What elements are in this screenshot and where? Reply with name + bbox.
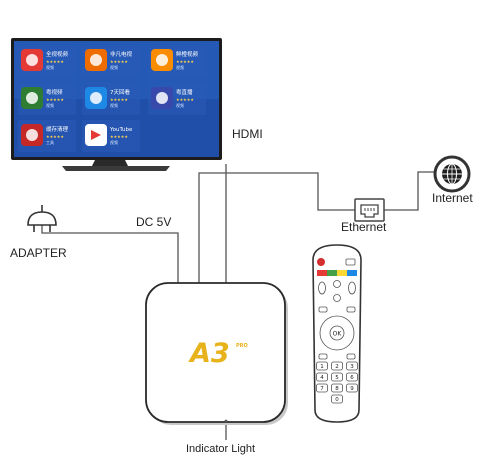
remote-key-2: 2 [331,361,343,371]
tv-app-rating: ★★★★★ [176,97,194,102]
dc-cable [41,224,179,283]
home-button [333,280,341,288]
red-button [317,270,327,276]
ok-button [329,325,345,341]
cables [41,164,436,440]
tv-app-name: 7天回看 [110,88,130,96]
settings-button [346,353,356,360]
tv-app-name: 非凡电视 [110,50,133,58]
tv-app-tile: 粤直播★★★★★视频 [148,83,206,115]
tv-app-rating: ★★★★★ [46,134,64,139]
remote-key-6: 6 [346,372,358,382]
channel-button [318,281,326,295]
indicator-light [224,419,228,423]
ethernet-port-icon [354,198,385,222]
remote-key-8: 8 [331,383,343,393]
svg-text:1: 1 [320,364,324,370]
tv-app-category: 视频 [110,64,118,70]
tv-app-rating: ★★★★★ [176,59,194,64]
tv-app-name: 鲜橙视频 [176,50,199,58]
blue-button [347,270,357,276]
svg-text:3: 3 [350,364,354,370]
input-button [345,258,356,266]
tv-app-grid: 全视视频★★★★★视频非凡电视★★★★★视频鲜橙视频★★★★★视频粤视频★★★★… [18,45,206,152]
tv-app-category: 视频 [110,139,118,145]
yellow-button [337,270,347,276]
remote-key-5: 5 [331,372,343,382]
back-button [346,306,356,313]
tv-app-tile: 全视视频★★★★★视频 [18,45,76,77]
tv-app-tile: 7天回看★★★★★视频 [82,83,140,115]
internet-cable [384,171,436,211]
remote-key-1: 1 [316,361,328,371]
svg-text:9: 9 [350,386,354,392]
tv-box: A3 PRO [145,282,288,425]
tv-app-name: 粤直播 [176,88,193,96]
tv-app-tile: YouTube★★★★★视频 [82,120,140,152]
remote-number-keys: 1 2 3 4 5 6 7 8 9 0 [316,361,358,404]
dc-label: DC 5V [136,215,172,229]
remote-key-3: 3 [346,361,358,371]
ethernet-cable [198,172,355,283]
internet-label: Internet [432,191,473,205]
tv-app-name: 全视视频 [46,50,69,58]
globe-icon [433,155,471,193]
tv-app-category: 工具 [46,139,54,145]
remote-control: OK 1 2 3 4 5 6 7 8 9 0 [312,244,362,423]
power-button [317,258,325,266]
remote-key-9: 9 [346,383,358,393]
svg-text:5: 5 [335,375,339,381]
mute-button [333,294,341,302]
ethernet-label: Ethernet [341,220,387,234]
adapter-plug-icon [27,205,57,232]
remote-key-0: 0 [331,394,343,404]
tv-app-tile: 非凡电视★★★★★视频 [82,45,140,77]
tv-app-tile: 缓存清理★★★★★工具 [18,120,76,152]
tv-app-category: 视频 [46,102,54,108]
tv-app-category: 视频 [46,64,54,70]
adapter-label: ADAPTER [10,246,67,260]
tv-app-name: YouTube [109,127,133,133]
tv-app-rating: ★★★★★ [110,97,128,102]
box-logo: A3 [188,338,230,369]
tv-app-name: 粤视频 [46,88,63,96]
tv-app-tile: 鲜橙视频★★★★★视频 [148,45,206,77]
tv-app-category: 视频 [110,102,118,108]
remote-key-4: 4 [316,372,328,382]
mouse-button [318,353,328,360]
green-button [327,270,337,276]
tv-app-tile: 粤视频★★★★★视频 [18,83,76,115]
tv: 全视视频★★★★★视频非凡电视★★★★★视频鲜橙视频★★★★★视频粤视频★★★★… [11,38,222,171]
svg-text:OK: OK [333,331,343,338]
tv-app-rating: ★★★★★ [110,59,128,64]
tv-app-rating: ★★★★★ [46,59,64,64]
tv-app-rating: ★★★★★ [46,97,64,102]
indicator-label: Indicator Light [186,443,256,455]
tv-app-category: 视频 [176,102,184,108]
svg-text:6: 6 [350,375,354,381]
tv-stand [92,160,128,166]
svg-text:2: 2 [335,364,339,370]
svg-text:8: 8 [335,386,339,392]
box-logo-badge: PRO [236,343,248,349]
volume-button [348,281,356,295]
tv-app-name: 缓存清理 [46,125,69,133]
svg-text:0: 0 [335,397,339,403]
svg-text:4: 4 [320,375,324,381]
tv-app-category: 视频 [176,64,184,70]
tv-app-rating: ★★★★★ [110,134,128,139]
remote-key-7: 7 [316,383,328,393]
menu-button [318,306,328,313]
svg-text:7: 7 [320,386,324,392]
hdmi-label: HDMI [232,127,263,141]
